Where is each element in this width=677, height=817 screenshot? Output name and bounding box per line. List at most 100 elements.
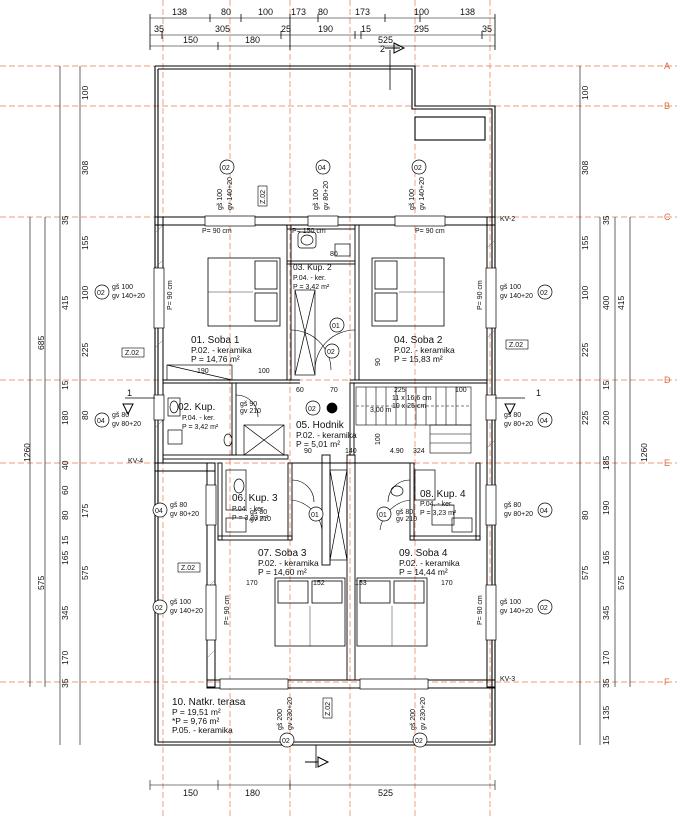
spec-gs: gš 100 (170, 599, 191, 606)
dim-label: 190 (197, 368, 209, 375)
axis-labels: A B C D E F (664, 61, 671, 687)
dim-label: 225 (580, 343, 590, 357)
z-tag-label: Z.02 (325, 702, 332, 716)
room-name: 03. Kup. 2 (293, 262, 332, 272)
dim-label: 35 (60, 215, 70, 225)
z-tag-label: Z.02 (260, 190, 267, 204)
top-dimension-text: 138 80 100 173 80 173 100 138 35 305 25 … (154, 7, 492, 45)
axis-label-b: B (664, 101, 670, 111)
level-marks: KV-2 KV-4 KV-3 (128, 216, 515, 683)
room-soba-2: 04. Soba 2 P.02. - keramika P = 15,83 m² (394, 335, 455, 364)
windows (153, 215, 497, 690)
spec-gv: gv 80+20 (112, 421, 141, 428)
dim-label: 150 (183, 788, 198, 798)
dim-label: 575 (616, 576, 626, 590)
room-area: P = 3,23 m² (232, 515, 269, 522)
tag-label: 02 (540, 605, 548, 612)
room-name: 08. Kup. 4 (420, 489, 466, 500)
dim-label: 170 (60, 651, 70, 665)
dim-label: 90 (304, 448, 312, 455)
dim-label: 1260 (22, 443, 32, 462)
dim-label: 100 (580, 86, 590, 100)
section-marker-right: 1 (495, 388, 541, 416)
section-marker-bottom (305, 745, 330, 768)
room-area: P = 3,42 m² (182, 424, 219, 431)
dim-label: 100 (580, 286, 590, 300)
left-dimensions (29, 66, 81, 745)
dim-label: 575 (80, 566, 90, 580)
dim-label: 80 (318, 7, 328, 17)
spec-gv: gv 140+20 (500, 608, 533, 615)
z-tags (121, 185, 529, 719)
room-kup-3: 06. Kup. 3 P.04. - ker. P = 3,23 m² (232, 493, 278, 522)
z-tag-label: Z.02 (125, 350, 139, 357)
axis-label-f: F (664, 677, 670, 687)
sill-height: P= 90 cm (477, 280, 484, 310)
opening-tag-text: 02 04 02 02 02 04 04 04 04 02 02 02 02 0… (97, 165, 548, 745)
spec-gs: gš 100 (409, 189, 416, 210)
room-area: P = 3,23 m² (420, 510, 457, 517)
dim-label: 190 (318, 24, 333, 34)
dim-label: 173 (291, 7, 306, 17)
spec-gv: gv 80+20 (504, 511, 533, 518)
dim-label: 575 (36, 576, 46, 590)
tag-label: 02 (282, 738, 290, 745)
spec-gv: gv 210 (396, 516, 417, 523)
tag-label: 01 (332, 323, 340, 330)
stairs (355, 386, 472, 454)
axis-label-a: A (664, 61, 670, 71)
spec-gs: gš 80 (504, 412, 521, 419)
spec-gs: gš 100 (313, 189, 320, 210)
dim-label: 80 (80, 410, 90, 420)
dim-label: 100 (258, 7, 273, 17)
dim-label: 25 (281, 24, 291, 34)
room-kup-2: 03. Kup. 2 P.04. - ker. P = 3,42 m² (293, 262, 332, 291)
dim-label: 155 (80, 236, 90, 250)
dim-label: 15 (601, 380, 611, 390)
dim-label: 308 (80, 161, 90, 175)
dim-label: 575 (580, 566, 590, 580)
sill-height: P= 90 cm (167, 280, 174, 310)
dim-label: 295 (414, 24, 429, 34)
dim-label: 324 (413, 448, 425, 455)
axis-label-e: E (664, 458, 670, 468)
room-name: 09. Soba 4 (399, 548, 448, 559)
tag-label: 02 (97, 290, 105, 297)
section-number: 1 (127, 388, 132, 398)
bed-soba-1 (207, 257, 281, 327)
dim-label: 175 (80, 504, 90, 518)
tag-label: 01 (311, 512, 319, 519)
room-soba-3: 07. Soba 3 P.02. - keramika P = 14,60 m² (258, 548, 319, 577)
right-dimensions (579, 66, 631, 745)
dim-label: 100 (375, 433, 382, 445)
dim-label: 15 (60, 535, 70, 545)
dim-label: 35 (154, 24, 164, 34)
room-finish: P.04. - ker. (293, 275, 326, 282)
sill-height: P= 150 cm (292, 228, 326, 235)
spec-gs: gš 80 (396, 509, 413, 516)
room-soba-1: 01. Soba 1 P.02. - keramika P = 14,76 m² (191, 335, 252, 364)
tag-label: 02 (540, 290, 548, 297)
room-name: 06. Kup. 3 (232, 493, 278, 504)
dim-label: 170 (601, 651, 611, 665)
room-kup-1: 02. Kup. P.04. - ker. P = 3,42 m² (178, 402, 219, 431)
section-number: 2 (380, 44, 385, 54)
bed-soba-4 (356, 577, 428, 647)
dim-label: 345 (601, 606, 611, 620)
room-name: 07. Soba 3 (258, 548, 307, 559)
dim-label: 345 (60, 606, 70, 620)
dim-label: 138 (460, 7, 475, 17)
spec-gs: gš 200 (410, 709, 417, 730)
dim-label: 100 (455, 387, 467, 394)
interior-dimensions: 190 100 60 70 225 100 90 140 170 152 153… (197, 251, 467, 587)
room-kup-4: 08. Kup. 4 P.04. - ker. P = 3,23 m² (420, 489, 466, 517)
room-area-2: *P = 9,76 m² (172, 716, 219, 726)
room-area: P = 19,51 m² (172, 707, 221, 717)
axis-label-d: D (664, 375, 671, 385)
section-number: 1 (536, 388, 541, 398)
tag-label: 02 (155, 605, 163, 612)
room-finish: P.04. - ker. (182, 415, 215, 422)
dim-label: 15 (361, 24, 371, 34)
dim-label: 165 (60, 551, 70, 565)
